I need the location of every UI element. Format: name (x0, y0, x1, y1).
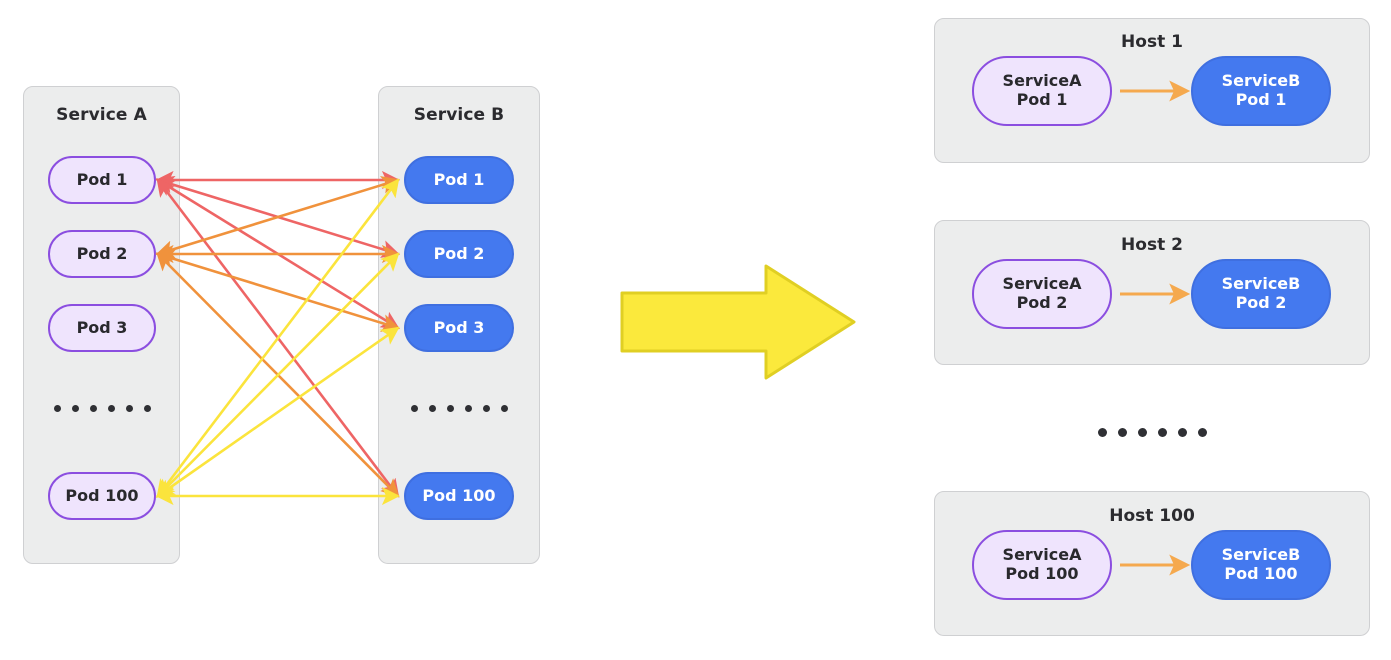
service-b-pod-100[interactable]: Pod 100 (404, 472, 514, 520)
host-100-title: Host 100 (1109, 506, 1195, 526)
dot (464, 404, 472, 412)
hosts-ellipsis (934, 422, 1370, 442)
dot (446, 404, 454, 412)
dot (1117, 427, 1127, 437)
service-a-pod-3[interactable]: Pod 3 (48, 304, 156, 352)
dot (482, 404, 490, 412)
service-b-title: Service B (413, 105, 505, 125)
host-2-arrow (1120, 283, 1191, 305)
service-b-pod-3[interactable]: Pod 3 (404, 304, 514, 352)
dot (1157, 427, 1167, 437)
dot (1197, 427, 1207, 437)
transformation-arrow (620, 264, 856, 380)
host-100-service-b-pod[interactable]: ServiceB Pod 100 (1191, 530, 1331, 600)
host-2-title: Host 2 (1121, 235, 1183, 255)
dot (53, 404, 61, 412)
dot (107, 404, 115, 412)
host-100-service-a-pod[interactable]: ServiceA Pod 100 (972, 530, 1112, 600)
arrow-shape (620, 264, 856, 380)
service-a-pod-2[interactable]: Pod 2 (48, 230, 156, 278)
host-1-service-b-pod[interactable]: ServiceB Pod 1 (1191, 56, 1331, 126)
service-a-title: Service A (56, 105, 147, 125)
host-1-service-a-pod[interactable]: ServiceA Pod 1 (972, 56, 1112, 126)
host-1-title: Host 1 (1121, 32, 1183, 52)
dot (89, 404, 97, 412)
service-b-ellipsis (404, 398, 514, 418)
dot (500, 404, 508, 412)
dot (143, 404, 151, 412)
host-100-arrow (1120, 554, 1191, 576)
host-2-service-b-pod[interactable]: ServiceB Pod 2 (1191, 259, 1331, 329)
host-2-service-a-pod[interactable]: ServiceA Pod 2 (972, 259, 1112, 329)
dot (71, 404, 79, 412)
dot (125, 404, 133, 412)
service-b-pod-1[interactable]: Pod 1 (404, 156, 514, 204)
dot (1177, 427, 1187, 437)
dot (428, 404, 436, 412)
mesh-connections (155, 170, 401, 506)
dot (1097, 427, 1107, 437)
dot (1137, 427, 1147, 437)
host-1-arrow (1120, 80, 1191, 102)
service-b-pod-2[interactable]: Pod 2 (404, 230, 514, 278)
edge-a100-b3 (155, 326, 400, 498)
dot (410, 404, 418, 412)
service-a-ellipsis (48, 398, 156, 418)
service-a-pod-1[interactable]: Pod 1 (48, 156, 156, 204)
service-a-pod-100[interactable]: Pod 100 (48, 472, 156, 520)
